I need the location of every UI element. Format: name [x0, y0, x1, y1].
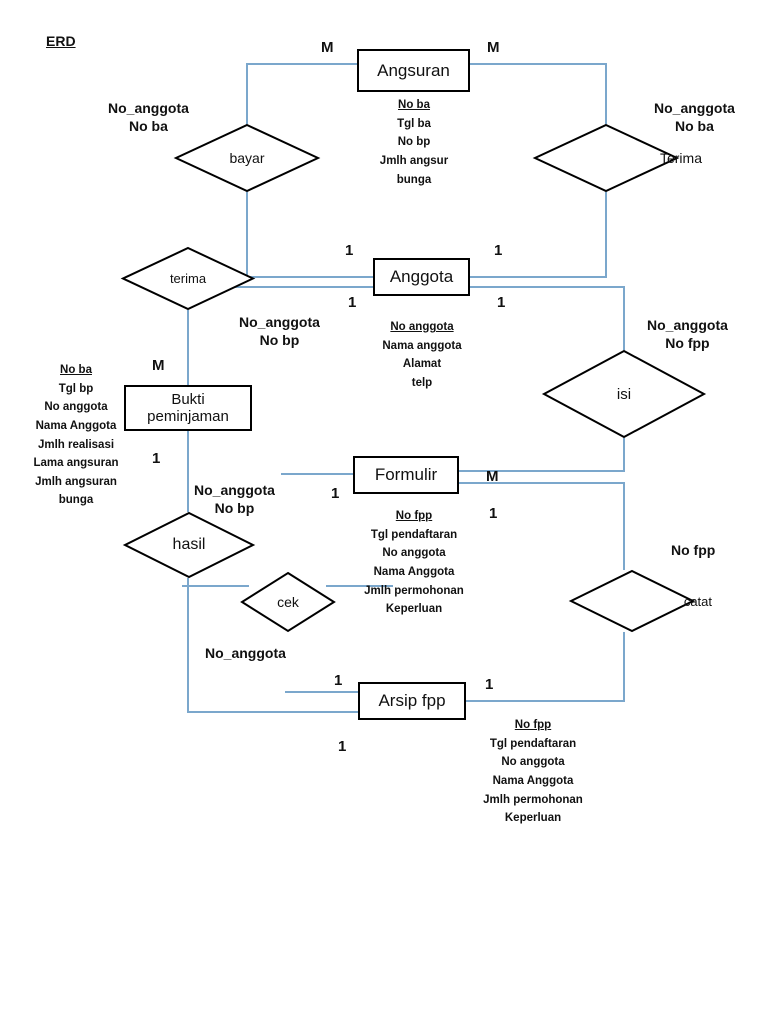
label-line-1: No_anggota: [194, 482, 275, 498]
label-line-2: No ba: [129, 118, 168, 135]
cardinality-formulir-left: 1: [331, 485, 340, 502]
cardinality-formulir-right: M: [486, 468, 499, 485]
entity-anggota-label: Anggota: [389, 267, 454, 287]
label-line-2: No ba: [675, 118, 714, 135]
attr-item: Nama Anggota: [35, 419, 117, 432]
attr-item: No anggota: [44, 401, 108, 414]
entity-angsuran-label: Angsuran: [377, 60, 450, 80]
relationship-isi[interactable]: isi: [541, 349, 707, 439]
relationship-terima-lower[interactable]: terima: [120, 246, 256, 311]
attributes-angsuran: No ba Tgl ba No bp Jmlh angsur bunga: [358, 96, 470, 189]
relationship-cek[interactable]: cek: [240, 571, 336, 633]
attr-item: No anggota: [501, 756, 565, 769]
bukti-line2: peminjaman: [147, 408, 229, 425]
entity-bukti-peminjaman[interactable]: Bukti peminjaman: [124, 385, 252, 431]
attr-item: Jmlh permohonan: [364, 584, 464, 597]
attr-item: Nama Anggota: [492, 774, 574, 787]
label-line-2: No bp: [259, 332, 300, 349]
attr-pk: No fpp: [514, 719, 552, 731]
attr-item: bunga: [58, 494, 94, 507]
entity-arsip-fpp-label: Arsip fpp: [378, 691, 446, 711]
label-line-1: No_anggota: [205, 645, 286, 661]
attr-item: Jmlh angsur: [379, 154, 449, 167]
cardinality-anggota-bottom-left: 1: [348, 294, 357, 311]
attr-pk: No anggota: [390, 321, 454, 333]
cardinality-bukti-bottom: 1: [152, 450, 161, 467]
attr-item: bunga: [396, 173, 432, 186]
cardinality-arsip-top-right: 1: [485, 676, 494, 693]
attr-pk: No fpp: [395, 510, 433, 522]
label-bayar-attributes: No_anggota No ba: [108, 99, 189, 135]
page-title: ERD: [46, 33, 76, 49]
attributes-anggota: No anggota Nama anggota Alamat telp: [366, 318, 478, 393]
attr-item: Alamat: [402, 358, 442, 371]
entity-anggota[interactable]: Anggota: [373, 258, 470, 296]
label-terima-attributes: No_anggota No ba: [654, 99, 735, 135]
attr-item: Nama Anggota: [373, 565, 455, 578]
cardinality-angsuran-left: M: [321, 39, 334, 56]
label-line-2: No fpp: [665, 335, 710, 352]
attr-item: Lama angsuran: [33, 457, 119, 470]
label-line-1: No_anggota: [654, 100, 735, 116]
attr-pk: No ba: [398, 99, 430, 111]
cardinality-anggota-bottom-right: 1: [497, 294, 506, 311]
line-terima-anggota: [470, 192, 607, 278]
attr-item: Tgl pendaftaran: [489, 737, 577, 750]
attr-item: Keperluan: [504, 812, 562, 825]
attr-item: Nama anggota: [382, 339, 462, 352]
line-bayar-anggota: [246, 192, 373, 278]
attributes-formulir: No fpp Tgl pendaftaran No anggota Nama A…: [350, 507, 478, 619]
attributes-arsip-fpp: No fpp Tgl pendaftaran No anggota Nama A…: [469, 716, 597, 828]
attr-item: Jmlh realisasi: [37, 438, 115, 451]
label-hasil-attributes: No_anggota No bp: [194, 481, 275, 517]
entity-formulir[interactable]: Formulir: [353, 456, 459, 494]
cardinality-arsip-top-left: 1: [334, 672, 343, 689]
attr-item: Tgl pendaftaran: [370, 528, 458, 541]
cardinality-angsuran-right: M: [487, 39, 500, 56]
label-catat-attributes: No fpp: [671, 541, 715, 559]
entity-formulir-label: Formulir: [374, 465, 438, 485]
cardinality-anggota-top-right: 1: [494, 242, 503, 259]
label-line-2: No bp: [214, 500, 255, 517]
label-line-1: No_anggota: [108, 100, 189, 116]
attr-item: Jmlh permohonan: [483, 793, 583, 806]
cardinality-anggota-top-left: 1: [345, 242, 354, 259]
label-cek-attributes: No_anggota: [205, 644, 286, 662]
attr-item: No bp: [397, 136, 431, 149]
attr-pk: No ba: [60, 364, 92, 376]
attr-item: Jmlh angsuran: [35, 475, 117, 488]
cardinality-bukti-top: M: [152, 357, 165, 374]
line-formulir-catat: [459, 482, 625, 570]
label-terima-lower-attributes: No_anggota No bp: [239, 313, 320, 349]
relationship-catat[interactable]: catat: [568, 569, 712, 633]
label-line-1: No fpp: [671, 542, 716, 558]
entity-angsuran[interactable]: Angsuran: [357, 49, 470, 92]
label-line-1: No_anggota: [647, 317, 728, 333]
cardinality-arsip-bottom-left: 1: [338, 738, 347, 755]
line-angsuran-bayar-top: [246, 63, 357, 124]
line-isi-formulir: [459, 438, 625, 472]
bukti-line1: Bukti: [171, 390, 205, 408]
attr-item: No anggota: [382, 547, 446, 560]
relationship-bayar[interactable]: bayar: [173, 123, 321, 193]
attr-item: telp: [411, 376, 433, 389]
label-isi-attributes: No_anggota No fpp: [647, 316, 728, 352]
attr-item: Tgl bp: [58, 382, 94, 395]
attr-item: Tgl ba: [397, 117, 431, 130]
relationship-hasil[interactable]: hasil: [122, 511, 256, 579]
line-angsuran-terima-top: [470, 63, 607, 124]
label-line-1: No_anggota: [239, 314, 320, 330]
entity-arsip-fpp[interactable]: Arsip fpp: [358, 682, 466, 720]
attr-item: Keperluan: [385, 603, 443, 616]
cardinality-formulir-bottom-right: 1: [489, 505, 498, 522]
line-anggota-isi: [470, 286, 625, 350]
attributes-bukti-peminjaman: No ba Tgl bp No anggota Nama Anggota Jml…: [26, 361, 126, 510]
entity-bukti-peminjaman-label: Bukti peminjaman: [147, 391, 229, 426]
